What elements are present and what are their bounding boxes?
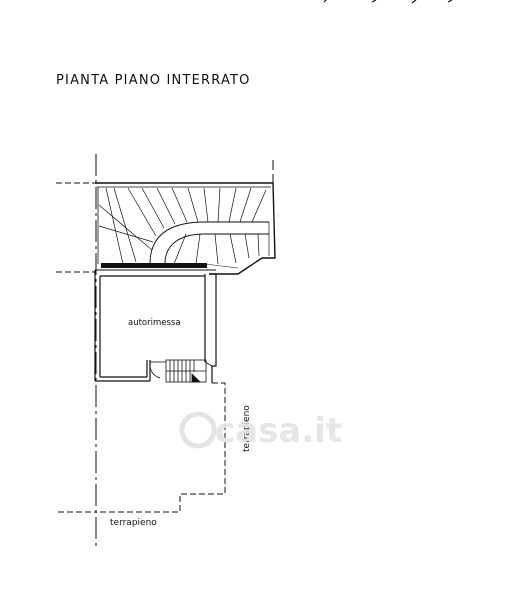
- watermark: casa.it: [179, 411, 342, 451]
- terrapieno-label-side: terrapieno: [242, 405, 252, 452]
- small-stair: [165, 359, 213, 383]
- terrapieno-label-bottom: terrapieno: [110, 518, 157, 528]
- top-edge-marks: [323, 0, 453, 4]
- slab-thick-line: [101, 263, 207, 268]
- watermark-text: casa.it: [215, 411, 342, 451]
- plan-title: PIANTA PIANO INTERRATO: [56, 73, 251, 88]
- terrapieno-boundary: [96, 382, 226, 513]
- watermark-logo-icon: [179, 411, 217, 449]
- door-swing: [149, 361, 166, 379]
- reference-dashed-lines: [56, 182, 96, 513]
- garage-walls: [94, 270, 217, 383]
- room-label-autorimessa: autorimessa: [128, 318, 181, 328]
- stair-block: [95, 182, 276, 275]
